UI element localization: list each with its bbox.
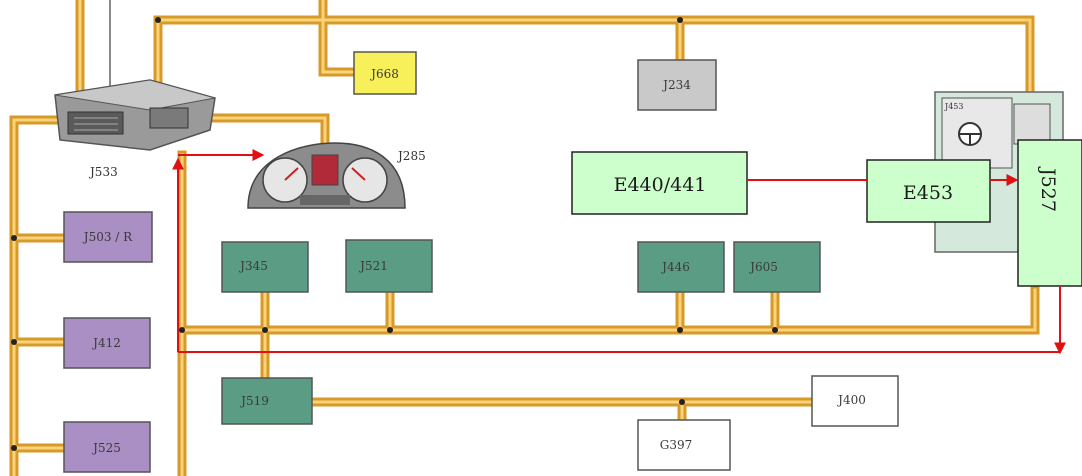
j503-module: J503 / R [63, 211, 153, 263]
j533-label: J533 [88, 165, 118, 179]
j605-label: J605 [748, 260, 778, 274]
e440-441-label: E440/441 [614, 174, 707, 196]
j412-module: J412 [63, 317, 151, 369]
e453-module: E453 [866, 159, 991, 223]
j453-label: J453 [944, 102, 963, 111]
g397-label: G397 [660, 438, 693, 452]
j525-module: J525 [63, 421, 151, 473]
j345-module: J345 [221, 241, 309, 293]
j400-label: J400 [836, 393, 866, 407]
j285-label: J285 [396, 149, 426, 163]
j521-label: J521 [358, 259, 388, 273]
j519-label: J519 [239, 394, 269, 408]
bus-junctions [11, 17, 778, 451]
j412-label: J412 [91, 336, 121, 350]
e440-441-module: E440/441 [571, 151, 748, 215]
j234-module: J234 [637, 59, 717, 111]
j668-label: J668 [369, 67, 399, 81]
j668-module: J668 [353, 51, 417, 95]
j525-label: J525 [91, 441, 121, 455]
j521-module: J521 [345, 239, 433, 293]
j503-label: J503 / R [82, 230, 133, 244]
j527-module: J527 [1017, 139, 1082, 287]
j285-instrument-cluster: J285 [247, 142, 426, 209]
j446-label: J446 [660, 260, 690, 274]
j533-gateway-module: J533 [54, 79, 216, 179]
j446-module: J446 [637, 241, 725, 293]
g397-module: G397 [637, 419, 731, 471]
j519-module: J519 [221, 377, 313, 425]
bus-wiring [9, 0, 1040, 476]
j605-module: J605 [733, 241, 821, 293]
j234-label: J234 [661, 78, 691, 92]
j345-label: J345 [238, 259, 268, 273]
j400-module: J400 [811, 375, 899, 427]
e453-label: E453 [903, 182, 953, 204]
j527-label: J527 [1037, 166, 1059, 212]
signal-arrows [172, 149, 1066, 355]
